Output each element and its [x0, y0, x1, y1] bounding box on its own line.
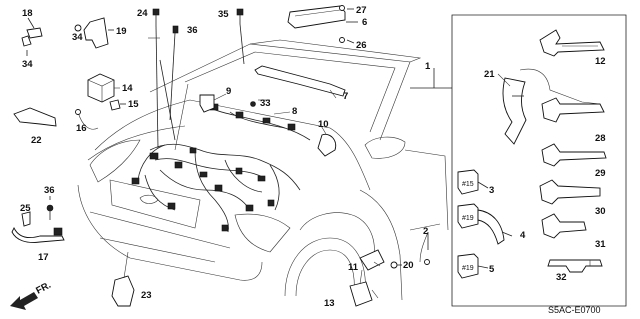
callout-23: 23	[141, 290, 152, 301]
callout-32: 32	[556, 272, 567, 283]
callout-13: 13	[324, 298, 335, 309]
callout-16: 16	[76, 123, 87, 134]
callout-15: 15	[128, 99, 139, 110]
detail-box-parts	[457, 29, 607, 279]
callout-36-top: 36	[187, 25, 198, 36]
lower-parts	[349, 231, 430, 307]
callout-10: 10	[318, 119, 329, 130]
callout-34-left: 34	[22, 59, 33, 70]
engine-wire-harness	[131, 59, 301, 233]
connector-label-5: #19	[462, 265, 474, 272]
connector-labels: #15 #19 #19	[462, 181, 474, 272]
callout-8: 8	[292, 106, 297, 117]
callout-20: 20	[403, 260, 414, 271]
callout-27: 27	[356, 5, 367, 16]
callouts: 1 2 3 4 5 6 7 8 9 10 11 12 13 14 15 16 1…	[20, 5, 606, 309]
callout-25: 25	[20, 203, 31, 214]
callout-21: 21	[484, 69, 495, 80]
callout-5: 5	[489, 264, 495, 275]
front-arrow-icon	[10, 292, 38, 310]
callout-33: 33	[260, 98, 271, 109]
left-parts	[11, 17, 135, 307]
callout-3: 3	[489, 185, 494, 196]
callout-4: 4	[520, 230, 526, 241]
callout-29: 29	[595, 168, 606, 179]
car-body	[77, 39, 449, 301]
callout-12: 12	[595, 56, 606, 67]
connector-label-4: #19	[462, 215, 474, 222]
leader-lines	[114, 37, 591, 299]
upper-harness	[199, 65, 346, 157]
callout-1: 1	[425, 61, 431, 72]
callout-19: 19	[116, 26, 127, 37]
callout-9: 9	[226, 86, 231, 97]
callout-18: 18	[22, 8, 33, 19]
diagram-code: S5AC-E0700	[548, 305, 601, 315]
front-label: FR.	[34, 280, 53, 297]
fuse-bracket-6	[287, 5, 358, 44]
callout-36-left: 36	[44, 185, 55, 196]
top-bolts	[152, 8, 256, 149]
callout-31: 31	[595, 239, 606, 250]
connector-label-3: #15	[462, 181, 474, 188]
callout-11: 11	[348, 262, 359, 273]
callout-14: 14	[122, 83, 133, 94]
callout-22: 22	[31, 135, 42, 146]
detail-box	[410, 14, 627, 307]
front-direction-indicator: FR.	[10, 280, 53, 310]
callout-17: 17	[38, 252, 49, 263]
callout-28: 28	[595, 133, 606, 144]
callout-6: 6	[362, 17, 367, 28]
callout-2: 2	[423, 226, 428, 237]
callout-7: 7	[343, 91, 348, 102]
callout-30: 30	[595, 206, 606, 217]
callout-35: 35	[218, 9, 229, 20]
callout-34-upper: 34	[72, 32, 83, 43]
callout-26: 26	[356, 40, 367, 51]
callout-24: 24	[137, 8, 148, 19]
